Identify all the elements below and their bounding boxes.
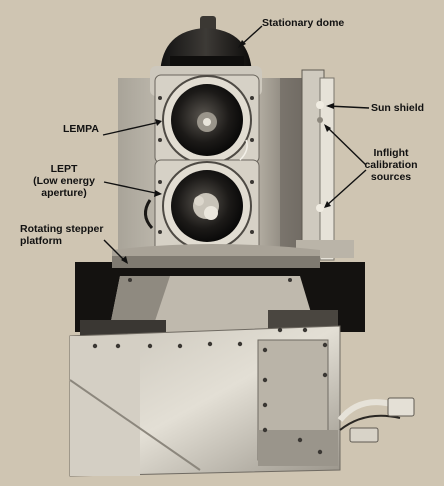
- leader-lines: [102, 25, 370, 264]
- label-rotating-line-1: Rotating stepper: [20, 223, 104, 235]
- label-lept-line-2: (Low energy: [33, 175, 95, 187]
- label-sun-shield: Sun shield: [371, 102, 425, 114]
- leader-inflight-2: [325, 169, 367, 207]
- leader-inflight-1: [325, 125, 367, 166]
- label-rotating-line-2: platform: [20, 235, 62, 247]
- leader-lept: [103, 181, 161, 195]
- leader-lempa: [102, 121, 161, 136]
- side-wiring: [144, 139, 248, 230]
- cable-harness: [337, 397, 415, 443]
- stationary-dome: [160, 16, 252, 74]
- label-rotating-platform: Rotating stepper platform: [20, 223, 112, 247]
- lept-aperture: [154, 159, 260, 253]
- label-inflight-line-2: calibration: [364, 159, 418, 171]
- leader-sun-shield: [327, 105, 370, 109]
- sun-shield-bracket: [296, 69, 354, 261]
- label-lept: LEPT (Low energy aperture): [24, 163, 104, 199]
- lempa-aperture: [154, 74, 260, 165]
- label-inflight-line-1: Inflight: [373, 147, 409, 159]
- label-lept-line-3: aperture): [41, 187, 87, 199]
- label-lempa: LEMPA: [63, 123, 99, 135]
- label-lept-line-1: LEPT: [50, 163, 78, 175]
- lower-base: [69, 276, 341, 477]
- leader-rotating: [103, 239, 127, 263]
- label-inflight-calibration: Inflight calibration sources: [361, 147, 421, 183]
- rotating-platform: [112, 244, 320, 268]
- label-inflight-line-3: sources: [370, 171, 412, 183]
- label-stationary-dome: Stationary dome: [262, 17, 345, 29]
- rivets: [92, 96, 328, 455]
